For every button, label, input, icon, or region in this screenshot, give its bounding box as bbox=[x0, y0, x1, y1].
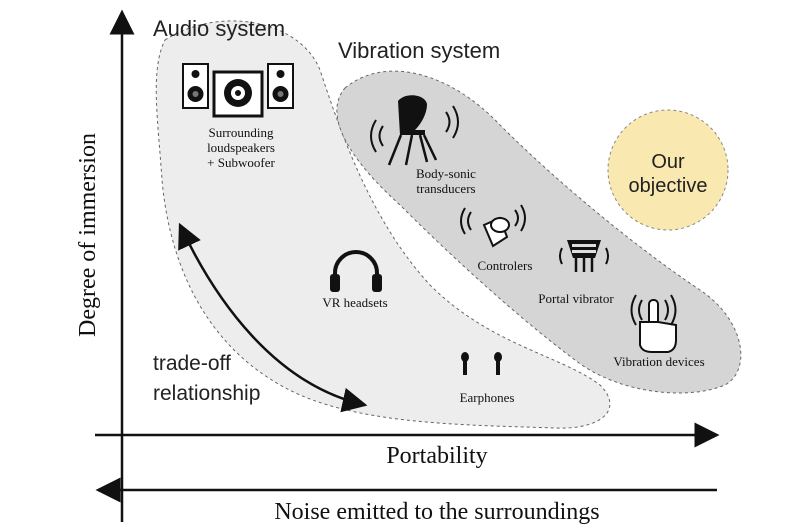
noise-axis-label: Noise emitted to the surroundings bbox=[274, 499, 599, 525]
vr-headsets-label: VR headsets bbox=[322, 295, 387, 310]
body-sonic-label-2: transducers bbox=[416, 181, 475, 196]
loudspeakers-label-3: + Subwoofer bbox=[207, 155, 275, 170]
loudspeakers-label-2: loudspeakers bbox=[207, 140, 275, 155]
our-objective-circle bbox=[607, 109, 729, 231]
tradeoff-label-2: relationship bbox=[153, 382, 260, 405]
tradeoff-label: trade-off bbox=[153, 352, 231, 375]
portal-vibrator-icon bbox=[559, 240, 609, 272]
our-objective-label: Our bbox=[651, 151, 685, 173]
y-axis-label: Degree of immersion bbox=[75, 133, 101, 337]
earphones-icon bbox=[461, 352, 502, 375]
x-axis-label: Portability bbox=[386, 443, 487, 469]
chair-icon bbox=[370, 95, 459, 166]
our-objective-label-2: objective bbox=[629, 175, 708, 197]
vibration-devices-label: Vibration devices bbox=[613, 354, 704, 369]
earphones-label: Earphones bbox=[460, 390, 515, 405]
audio-system-title: Audio system bbox=[153, 16, 285, 41]
vibration-system-title: Vibration system bbox=[338, 38, 500, 63]
loudspeakers-label: Surrounding bbox=[209, 125, 275, 140]
finger-touch-icon bbox=[630, 294, 677, 353]
controller-icon bbox=[460, 204, 526, 248]
loudspeakers-icon bbox=[182, 63, 294, 118]
body-sonic-label: Body-sonic bbox=[416, 166, 476, 181]
tradeoff-arrow bbox=[178, 222, 368, 413]
controllers-label: Controlers bbox=[478, 258, 533, 273]
portal-vibrator-label: Portal vibrator bbox=[538, 291, 614, 306]
